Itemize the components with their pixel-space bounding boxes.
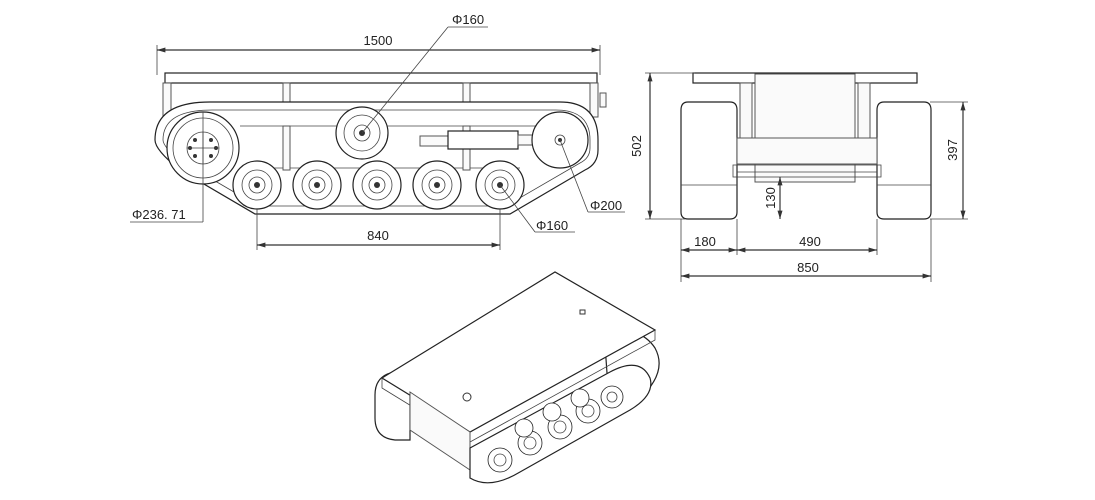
overall-height-label: 502 [629, 135, 644, 157]
dim-road-wheel-diameter: Φ160 [499, 184, 575, 233]
side-view: 1500 Φ160 Φ236. 71 840 Φ160 [130, 12, 625, 250]
top-roller-diameter-label: Φ160 [452, 12, 484, 27]
idler-diameter-label: Φ200 [590, 198, 622, 213]
right-track [876, 101, 932, 220]
top-plate [164, 72, 598, 84]
dim-overall-length: 1500 [156, 33, 601, 75]
sprocket-diameter-label: Φ236. 71 [132, 207, 186, 222]
front-view: 502 397 130 180 490 850 [629, 72, 968, 282]
dim-top-roller-diameter: Φ160 [361, 12, 488, 134]
inner-gap-label: 490 [799, 234, 821, 249]
dim-ground-clearance: 130 [763, 177, 783, 219]
left-track [680, 101, 738, 220]
overall-length-label: 1500 [364, 33, 393, 48]
dim-roller-span: 840 [256, 209, 501, 250]
track-tensioner [419, 130, 545, 150]
dim-inner-gap: 490 [737, 234, 877, 253]
dim-track-height: 397 [930, 101, 968, 220]
overall-width-label: 850 [797, 260, 819, 275]
dim-track-width: 180 [681, 234, 737, 253]
road-wheel-diameter-label: Φ160 [536, 218, 568, 233]
track-width-label: 180 [694, 234, 716, 249]
ground-clearance-label: 130 [763, 187, 778, 209]
isometric-view [374, 271, 660, 484]
roller-span-label: 840 [367, 228, 389, 243]
dim-overall-width: 850 [681, 260, 931, 279]
road-wheels [232, 160, 525, 210]
dim-idler-diameter: Φ200 [559, 139, 625, 213]
dim-overall-height: 502 [629, 72, 695, 220]
track-height-label: 397 [945, 139, 960, 161]
dim-sprocket-diameter: Φ236. 71 [130, 112, 204, 223]
